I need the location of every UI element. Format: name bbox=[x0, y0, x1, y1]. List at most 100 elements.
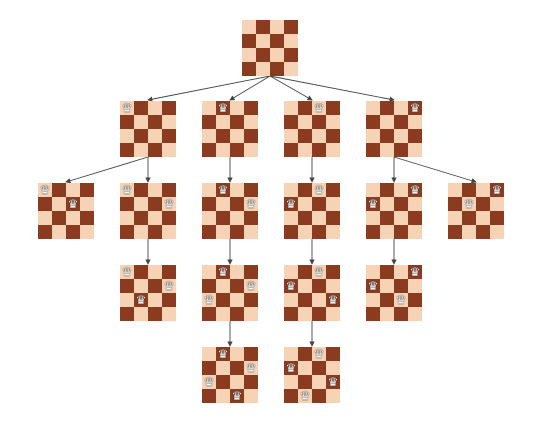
board-square bbox=[162, 129, 176, 143]
board-square bbox=[120, 307, 134, 321]
board-square bbox=[148, 293, 162, 307]
board-square bbox=[52, 225, 66, 239]
chess-queen-icon: ♛ bbox=[284, 361, 298, 375]
board-square bbox=[216, 197, 230, 211]
board-square bbox=[162, 183, 176, 197]
board-square bbox=[394, 211, 408, 225]
board-square bbox=[462, 183, 476, 197]
board-square bbox=[202, 361, 216, 375]
board-square bbox=[242, 20, 256, 34]
board-square bbox=[80, 197, 94, 211]
chess-queen-icon: ♛ bbox=[284, 197, 298, 211]
chess-queen-icon: ♛ bbox=[244, 197, 258, 211]
board-square bbox=[312, 389, 326, 403]
board-square bbox=[312, 361, 326, 375]
board-square bbox=[490, 197, 504, 211]
board-square bbox=[216, 211, 230, 225]
board-square bbox=[366, 101, 380, 115]
board-square bbox=[394, 307, 408, 321]
board-square bbox=[162, 115, 176, 129]
board-square bbox=[366, 211, 380, 225]
board-square bbox=[134, 101, 148, 115]
chess-queen-icon: ♛ bbox=[408, 265, 422, 279]
board-square bbox=[162, 101, 176, 115]
chess-queen-icon: ♛ bbox=[202, 375, 216, 389]
board-square bbox=[448, 211, 462, 225]
board-square bbox=[284, 129, 298, 143]
chess-queen-icon: ♛ bbox=[312, 347, 326, 361]
chess-queen-icon: ♛ bbox=[312, 183, 326, 197]
board-square bbox=[202, 307, 216, 321]
chessboard-b3a1: ♛♛♛ bbox=[284, 265, 340, 321]
board-square bbox=[298, 101, 312, 115]
board-square bbox=[38, 211, 52, 225]
board-square bbox=[298, 279, 312, 293]
board-square bbox=[326, 211, 340, 225]
board-square bbox=[312, 143, 326, 157]
board-square bbox=[476, 211, 490, 225]
chessboard-b2a1: ♛♛♛ bbox=[202, 265, 258, 321]
board-square bbox=[462, 211, 476, 225]
chessboard-b2a: ♛♛ bbox=[202, 183, 258, 239]
board-square bbox=[244, 183, 258, 197]
chess-queen-icon: ♛ bbox=[38, 183, 52, 197]
board-square bbox=[284, 48, 298, 62]
board-square bbox=[476, 197, 490, 211]
board-square bbox=[394, 225, 408, 239]
board-square bbox=[120, 211, 134, 225]
board-square bbox=[284, 225, 298, 239]
chessboard-root bbox=[242, 20, 298, 76]
board-square bbox=[408, 129, 422, 143]
board-square bbox=[270, 20, 284, 34]
board-square bbox=[284, 183, 298, 197]
board-square bbox=[312, 225, 326, 239]
board-square bbox=[284, 265, 298, 279]
board-square bbox=[66, 211, 80, 225]
board-square bbox=[284, 375, 298, 389]
board-square bbox=[448, 197, 462, 211]
chess-queen-icon: ♛ bbox=[216, 101, 230, 115]
board-square bbox=[394, 197, 408, 211]
chessboard-b1: ♛ bbox=[120, 101, 176, 157]
board-square bbox=[230, 197, 244, 211]
board-square bbox=[134, 143, 148, 157]
chessboard-b3: ♛ bbox=[284, 101, 340, 157]
board-square bbox=[216, 143, 230, 157]
board-square bbox=[242, 34, 256, 48]
board-square bbox=[134, 115, 148, 129]
board-square bbox=[298, 375, 312, 389]
board-square bbox=[148, 279, 162, 293]
board-square bbox=[380, 197, 394, 211]
board-square bbox=[298, 197, 312, 211]
edge-root-to-b1 bbox=[147, 75, 271, 102]
board-square bbox=[230, 115, 244, 129]
board-square bbox=[120, 293, 134, 307]
board-square bbox=[298, 115, 312, 129]
board-square bbox=[242, 48, 256, 62]
board-square bbox=[148, 129, 162, 143]
board-square bbox=[380, 143, 394, 157]
board-square bbox=[120, 279, 134, 293]
board-square bbox=[148, 143, 162, 157]
board-square bbox=[216, 129, 230, 143]
board-square bbox=[216, 389, 230, 403]
chess-queen-icon: ♛ bbox=[66, 197, 80, 211]
board-square bbox=[148, 197, 162, 211]
board-square bbox=[312, 307, 326, 321]
chess-queen-icon: ♛ bbox=[408, 183, 422, 197]
board-square bbox=[408, 225, 422, 239]
board-square bbox=[202, 115, 216, 129]
board-square bbox=[230, 211, 244, 225]
board-square bbox=[366, 115, 380, 129]
board-square bbox=[134, 307, 148, 321]
board-square bbox=[490, 211, 504, 225]
chess-queen-icon: ♛ bbox=[162, 197, 176, 211]
board-square bbox=[38, 197, 52, 211]
board-square bbox=[162, 307, 176, 321]
board-square bbox=[312, 211, 326, 225]
board-square bbox=[230, 265, 244, 279]
board-square bbox=[408, 307, 422, 321]
board-square bbox=[312, 279, 326, 293]
board-square bbox=[298, 361, 312, 375]
